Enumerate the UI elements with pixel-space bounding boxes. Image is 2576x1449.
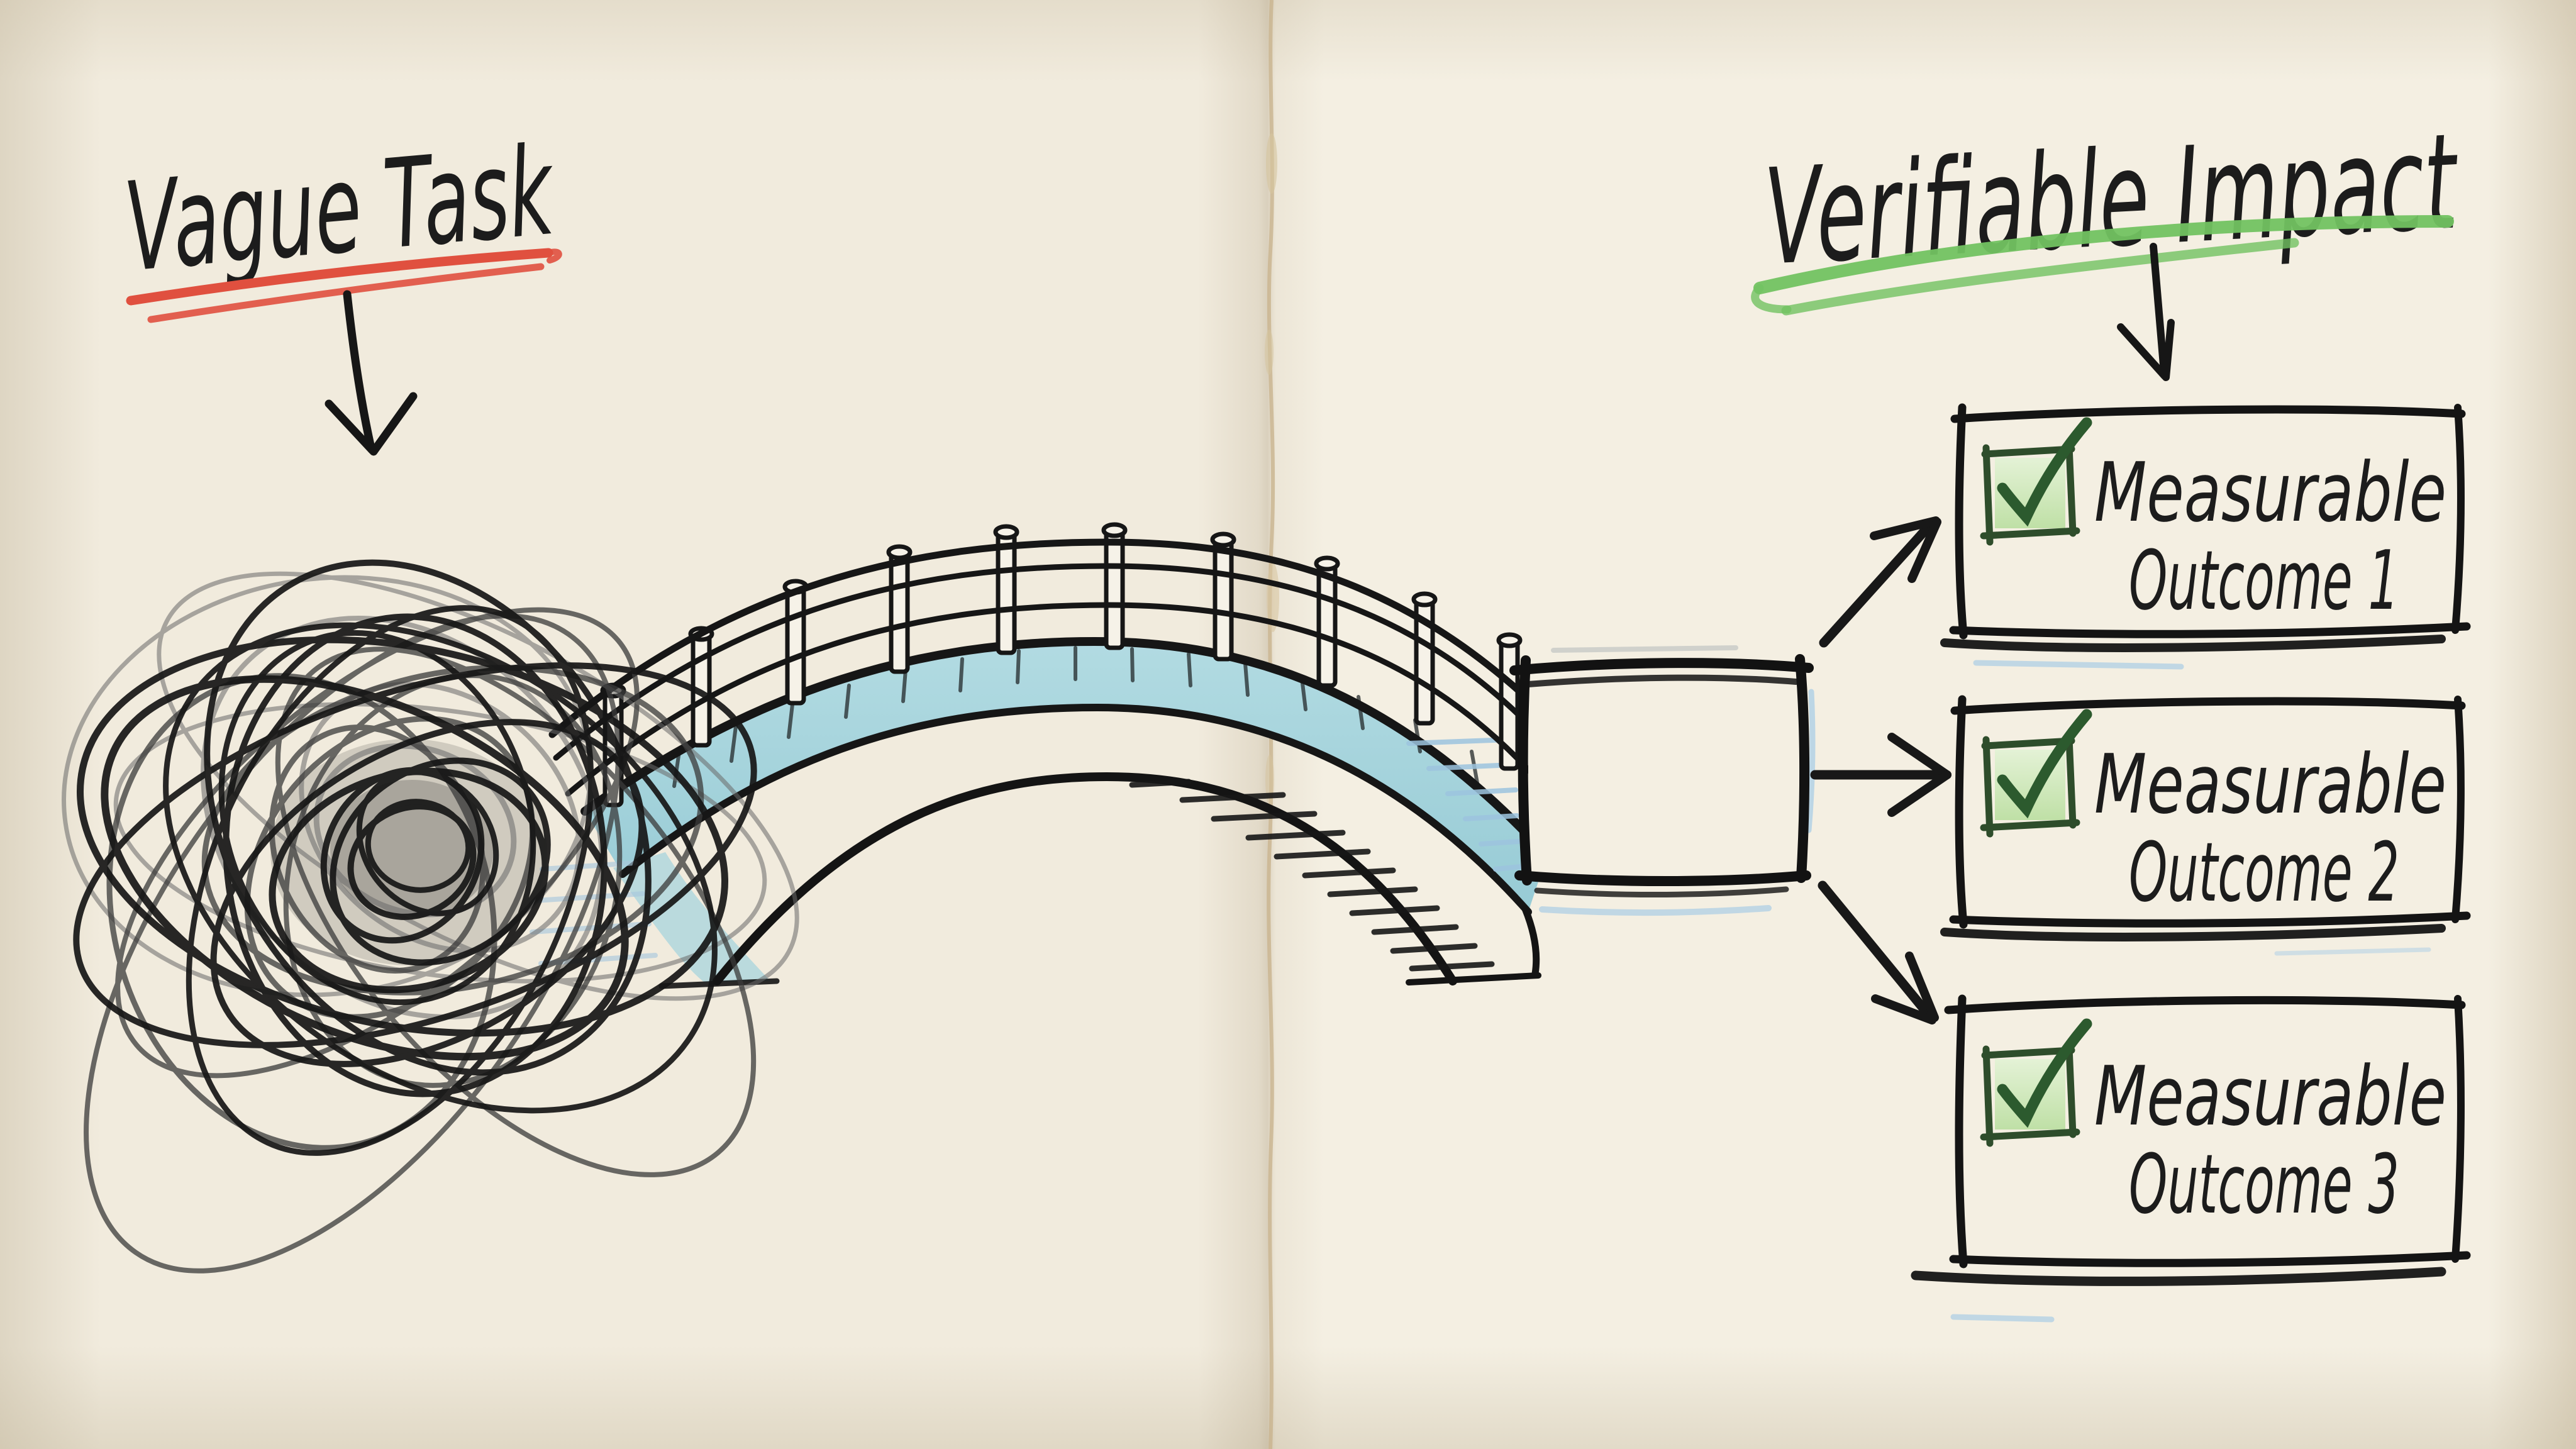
outcome-2-line1: Measurable [2094,736,2446,832]
checkbox-checked-icon [1980,417,2092,546]
arch-hatching [1129,779,1495,972]
center-node-square [1509,645,1816,916]
connector-arrows [1810,516,1951,1024]
red-underline [126,248,562,323]
tangled-scribble [62,559,799,1274]
outcome-3-line2: Outcome 3 [2129,1136,2399,1232]
node-bottom-shadow [1539,905,1772,916]
arrow-to-outcome-2 [1810,733,1951,817]
down-arrow-right [2117,243,2175,381]
arch-underside [713,772,1457,985]
green-underline [1751,215,2454,316]
right-ground-line [1406,972,1541,985]
railing-rails [548,538,1557,797]
checkbox-checked-icon [1980,1018,2092,1147]
deck-bottom-line [619,703,1532,916]
deck-top-line [580,636,1552,860]
card-1-shadow [1973,660,2184,670]
right-edge-shading [2488,0,2576,1449]
card-3-shadow [1950,1314,2055,1323]
card-2-shadow [2274,947,2431,956]
check-mark [1997,417,2092,527]
arrow-to-outcome-3 [1818,880,1939,1024]
node-top-smudge [1551,645,1738,653]
outcome-3-line1: Measurable [2094,1048,2446,1144]
checkbox-checked-icon [1980,709,2092,838]
outcome-1-line1: Measurable [2094,445,2446,540]
down-arrow-left [325,290,418,456]
check-mark [1997,709,2092,819]
right-title-group: Verifiable Impact [1751,104,2463,381]
outcome-card-3: Measurable Outcome 3 [1911,994,2471,1323]
wall-blue-dashes [1406,737,1523,872]
arrow-to-outcome-1 [1819,516,1941,648]
outcome-card-1: Measurable Outcome 1 [1940,403,2471,670]
outcome-card-2: Measurable Outcome 2 [1940,695,2471,956]
node-right-shadow [1806,689,1816,833]
left-edge-shading [0,0,101,1449]
outcome-2-line2: Outcome 2 [2129,824,2399,920]
outcome-1-line2: Outcome 1 [2129,533,2399,628]
check-mark [1997,1018,2092,1128]
